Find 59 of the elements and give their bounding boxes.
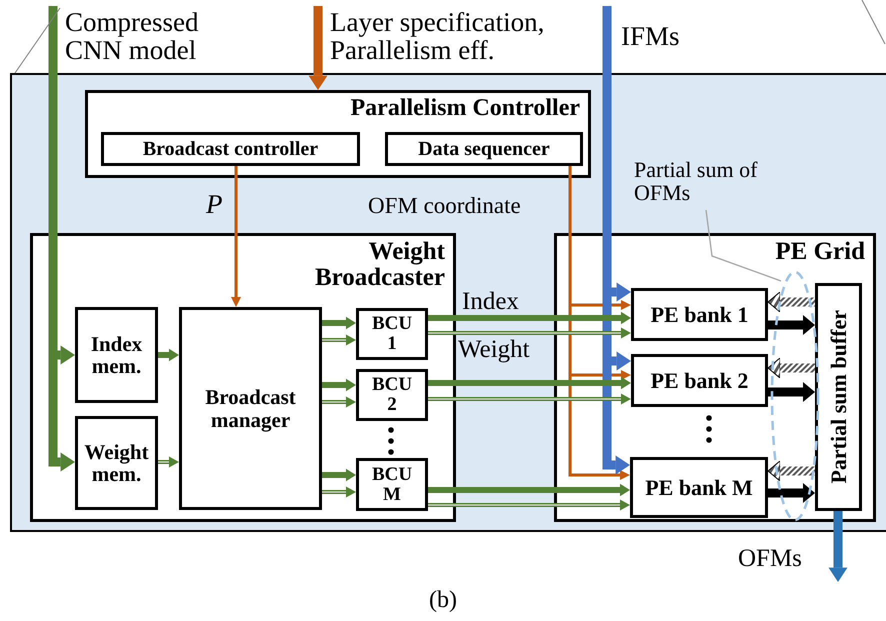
unit-box: [356, 369, 428, 421]
controller-box: [85, 90, 591, 178]
arrow: [322, 380, 356, 390]
arrow: [428, 328, 631, 338]
box-title: Weight Broadcaster: [314, 239, 445, 292]
edge-label: Layer specification, Parallelism eff.: [330, 8, 546, 65]
box-title: PE Grid: [775, 239, 865, 266]
unit-box: [356, 308, 428, 360]
figure-caption: (b): [428, 588, 458, 614]
box-title: Parallelism Controller: [350, 96, 580, 122]
module-label: BCU 2: [372, 375, 412, 415]
module-box: [101, 132, 360, 166]
arrow: [428, 485, 630, 495]
arrow: [428, 313, 631, 323]
arrow: [322, 470, 356, 480]
edge-label: Weight: [458, 337, 530, 364]
arrow: [158, 457, 179, 467]
arrow: [310, 6, 326, 90]
arrow: [322, 335, 356, 345]
edge-label: OFMs: [738, 546, 802, 572]
bank-box: [630, 457, 768, 518]
memory-box: [75, 416, 158, 510]
bank-box: [631, 288, 768, 341]
edge-label: Compressed CNN model: [65, 8, 200, 65]
module-label: Broadcast manager: [205, 386, 296, 431]
system-panel: [10, 73, 886, 532]
module-label: Weight mem.: [84, 440, 149, 486]
arrow: [158, 350, 179, 360]
arrow: [231, 166, 241, 307]
edge-label: P: [206, 190, 222, 218]
bank-box: [631, 354, 768, 407]
module-box: [554, 233, 876, 522]
module-label: Broadcast controller: [142, 138, 318, 160]
arrow: [428, 378, 631, 388]
arrow: [830, 511, 846, 582]
annotation-text: Partial sum of OFMs: [634, 158, 809, 210]
edge-label: OFM coordinate: [368, 194, 521, 218]
module-label: PE bank 2: [650, 368, 748, 392]
unit-box: [356, 458, 428, 511]
arrow: [322, 397, 356, 407]
module-label: Data sequencer: [418, 138, 550, 160]
arrow: [322, 318, 356, 328]
leader-line: [705, 210, 782, 282]
module-label: PE bank M: [645, 476, 753, 500]
module-label: Index mem.: [90, 332, 142, 378]
arrow: [428, 394, 631, 404]
module-box: [179, 307, 322, 510]
arrow: [428, 500, 630, 510]
buffer-box: [815, 283, 862, 511]
module-label: BCU 1: [372, 314, 412, 354]
module-label: BCU M: [372, 464, 412, 504]
module-box: [30, 233, 456, 522]
module-label: PE bank 1: [650, 302, 748, 326]
module-label: Partial sum buffer: [826, 310, 850, 484]
memory-box: [75, 307, 158, 403]
module-box: [385, 132, 583, 166]
edge-label: IFMs: [621, 22, 680, 50]
arrow: [322, 487, 356, 497]
edge-label: Index: [462, 289, 519, 316]
